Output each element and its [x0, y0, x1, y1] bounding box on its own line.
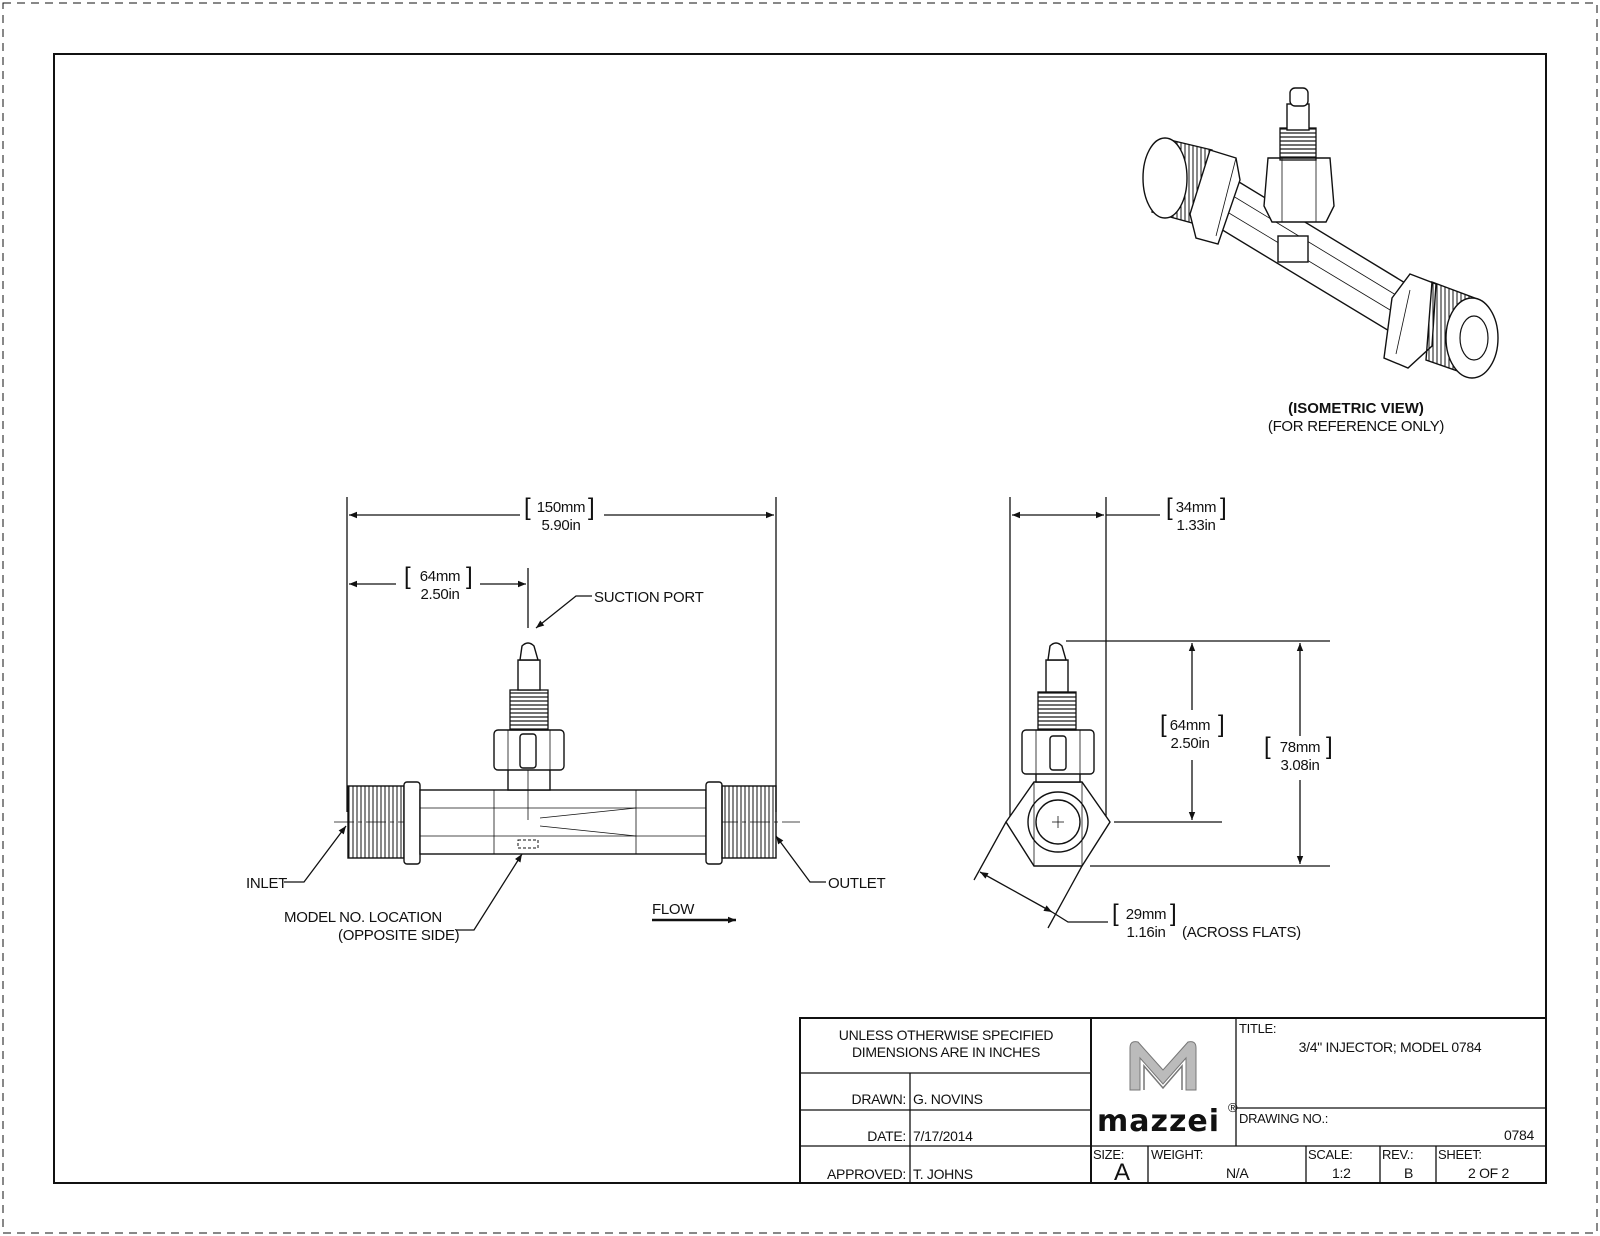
label-inlet: INLET [246, 875, 287, 892]
sheet-label: SHEET: [1438, 1147, 1482, 1162]
logo-wordmark: mazzei [1097, 1104, 1220, 1139]
size-value: A [1114, 1159, 1130, 1186]
dim-flats-mm: 29mm [1126, 906, 1166, 923]
svg-text:]: ] [1326, 733, 1333, 760]
dim-total-height-in: 3.08in [1280, 757, 1319, 774]
dim-width-mm: 34mm [1176, 499, 1216, 516]
approved-value: T. JOHNS [913, 1166, 973, 1182]
rev-label: REV.: [1382, 1147, 1413, 1162]
svg-text:[: [ [404, 563, 411, 590]
inlet-thread [347, 785, 405, 859]
dim-overall-in: 5.90in [541, 517, 580, 534]
svg-text:]: ] [1170, 900, 1177, 927]
dim-port-offset-in: 2.50in [420, 586, 459, 603]
svg-text:[: [ [1160, 711, 1167, 738]
svg-text:[: [ [1264, 733, 1271, 760]
front-view: 150mm 5.90in [ ] 64mm 2.50in [ ] [246, 494, 886, 944]
svg-text:]: ] [466, 563, 473, 590]
isometric-view: (ISOMETRIC VIEW) (FOR REFERENCE ONLY) [1142, 87, 1499, 435]
svg-text:]: ] [588, 494, 595, 521]
weight-value: N/A [1226, 1165, 1249, 1181]
note-line-2: DIMENSIONS ARE IN INCHES [852, 1044, 1040, 1060]
drawn-label: DRAWN: [852, 1091, 906, 1107]
drawing-no-label: DRAWING NO.: [1239, 1111, 1328, 1126]
dim-flats-in: 1.16in [1126, 924, 1165, 941]
dim-overall-mm: 150mm [537, 499, 586, 516]
label-flow: FLOW [652, 901, 695, 918]
weight-label: WEIGHT: [1151, 1147, 1203, 1162]
side-view: 34mm 1.33in [ ] 64mm 2.50in [ ] 78mm [973, 494, 1333, 941]
sheet-value: 2 OF 2 [1468, 1165, 1510, 1181]
scale-label: SCALE: [1308, 1147, 1352, 1162]
drawing-no-value: 0784 [1504, 1127, 1534, 1143]
dim-port-height-mm: 64mm [1170, 717, 1210, 734]
label-suction-port: SUCTION PORT [594, 589, 704, 606]
dim-total-height-mm: 78mm [1280, 739, 1320, 756]
isometric-subtitle: (FOR REFERENCE ONLY) [1268, 418, 1445, 435]
title-block: UNLESS OTHERWISE SPECIFIED DIMENSIONS AR… [799, 1017, 1547, 1186]
approved-label: APPROVED: [827, 1166, 906, 1182]
size-label: SIZE: [1093, 1147, 1124, 1162]
isometric-title: (ISOMETRIC VIEW) [1288, 400, 1424, 417]
outlet-thread [721, 785, 777, 859]
dim-port-offset-mm: 64mm [420, 568, 460, 585]
svg-text:[: [ [524, 494, 531, 521]
svg-text:[: [ [1112, 900, 1119, 927]
title-label: TITLE: [1239, 1021, 1276, 1036]
svg-text:[: [ [1166, 494, 1173, 521]
suction-thread [509, 689, 549, 731]
dim-width-in: 1.33in [1176, 517, 1215, 534]
dim-flats-note: (ACROSS FLATS) [1182, 924, 1301, 941]
drawn-value: G. NOVINS [913, 1091, 983, 1107]
svg-text:]: ] [1218, 711, 1225, 738]
rev-value: B [1404, 1165, 1413, 1181]
dim-port-height-in: 2.50in [1170, 735, 1209, 752]
title-value: 3/4" INJECTOR; MODEL 0784 [1299, 1039, 1482, 1055]
date-label: DATE: [867, 1128, 906, 1144]
svg-text:]: ] [1220, 494, 1227, 521]
note-line-1: UNLESS OTHERWISE SPECIFIED [839, 1027, 1054, 1043]
scale-value: 1:2 [1332, 1165, 1351, 1181]
label-model-location: MODEL NO. LOCATION [284, 909, 442, 926]
logo-registered: ® [1228, 1100, 1238, 1115]
label-outlet: OUTLET [828, 875, 886, 892]
drawing-frame [53, 53, 1547, 1184]
mazzei-logo: mazzei ® [1097, 1041, 1238, 1139]
date-value: 7/17/2014 [913, 1128, 973, 1144]
label-model-location-side: (OPPOSITE SIDE) [338, 927, 460, 944]
